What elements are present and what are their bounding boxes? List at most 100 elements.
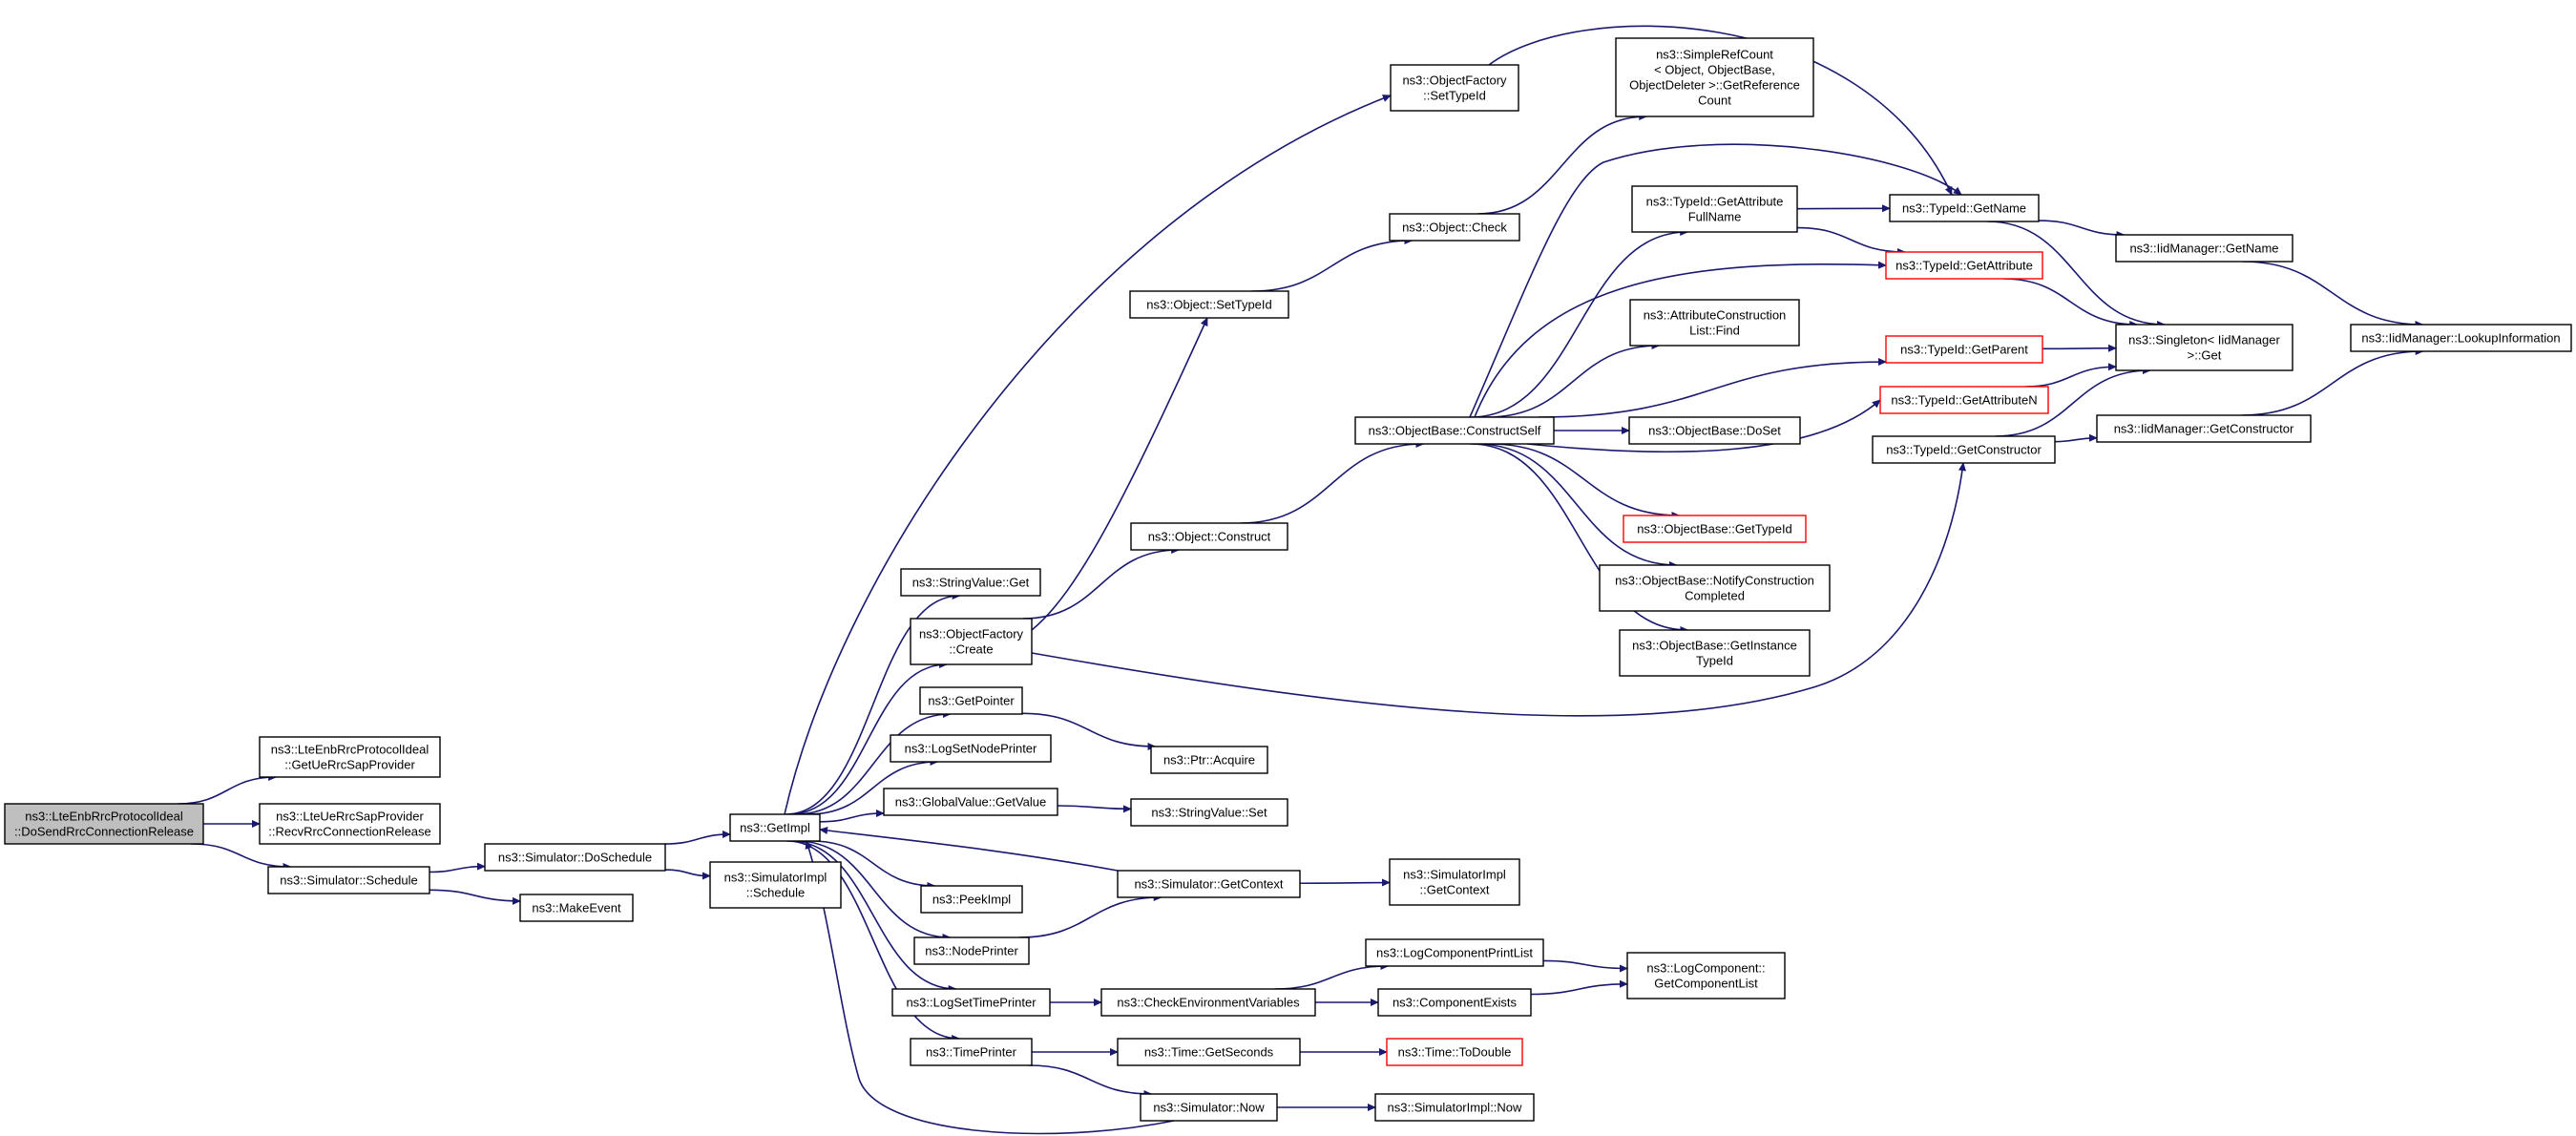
node-simDoSchedule[interactable]: ns3::Simulator::DoSchedule	[484, 843, 666, 872]
node-typeIdGetParent[interactable]: ns3::TypeId::GetParent	[1885, 335, 2043, 364]
edge-logComponentPrintList-to-logComponentGetList	[1542, 959, 1628, 973]
node-label: Count	[1698, 94, 1731, 108]
node-objectCheck[interactable]: ns3::Object::Check	[1389, 213, 1520, 242]
edge-typeIdGetAttributeN-to-singletonGet	[2025, 363, 2117, 388]
node-ptrAcquire[interactable]: ns3::Ptr::Acquire	[1150, 746, 1268, 774]
node-box	[1390, 64, 1519, 112]
node-constructSelf[interactable]: ns3::ObjectBase::ConstructSelf	[1354, 416, 1555, 445]
node-stringValueSet[interactable]: ns3::StringValue::Set	[1130, 798, 1288, 827]
edge-getImpl-to-timePrinter	[786, 840, 961, 1043]
node-label: ns3::TypeId::GetConstructor	[1886, 443, 2042, 457]
node-notifyConstructionCompleted[interactable]: ns3::ObjectBase::NotifyConstructionCompl…	[1599, 564, 1831, 612]
node-objFactorySetTypeId[interactable]: ns3::ObjectFactory::SetTypeId	[1390, 64, 1519, 112]
node-stringValueGet[interactable]: ns3::StringValue::Get	[900, 568, 1041, 597]
node-logSetNodePrinter[interactable]: ns3::LogSetNodePrinter	[890, 734, 1052, 763]
node-typeIdGetConstructor[interactable]: ns3::TypeId::GetConstructor	[1872, 435, 2056, 464]
edge-iidGetConstructor-to-iidLookupInfo	[2241, 347, 2424, 416]
node-peekImpl[interactable]: ns3::PeekImpl	[920, 885, 1023, 914]
node-timeToDouble[interactable]: ns3::Time::ToDouble	[1386, 1038, 1523, 1066]
edge-simSchedule-to-makeEvent	[429, 889, 521, 905]
edge-getImpl-to-logSetTimePrinter	[789, 840, 957, 994]
node-label: ns3::ObjectBase::ConstructSelf	[1369, 424, 1541, 438]
node-box	[1130, 522, 1288, 551]
edge-nodePrinter-to-simGetContext	[1018, 893, 1162, 938]
node-getImpl[interactable]: ns3::GetImpl	[729, 813, 821, 842]
edge-objectConstruct-to-constructSelf	[1240, 439, 1425, 524]
node-iidGetName[interactable]: ns3::IidManager::GetName	[2115, 234, 2293, 263]
node-iidLookupInfo[interactable]: ns3::IidManager::LookupInformation	[2350, 324, 2572, 352]
node-makeEvent[interactable]: ns3::MakeEvent	[519, 894, 634, 922]
node-simImplSchedule[interactable]: ns3::SimulatorImpl::Schedule	[709, 861, 842, 909]
node-componentExists[interactable]: ns3::ComponentExists	[1377, 988, 1532, 1017]
node-getUeRrcSap[interactable]: ns3::LteEnbRrcProtocolIdeal::GetUeRrcSap…	[259, 736, 441, 778]
edge-constructSelf-to-notifyConstructionCompleted	[1476, 443, 1678, 570]
node-timePrinter[interactable]: ns3::TimePrinter	[910, 1038, 1033, 1066]
node-label: ::SetTypeId	[1423, 89, 1486, 103]
node-label: ns3::Simulator::DoSchedule	[498, 851, 652, 865]
node-simNow[interactable]: ns3::Simulator::Now	[1140, 1093, 1278, 1122]
node-simpleRefCount[interactable]: ns3::SimpleRefCount< Object, ObjectBase,…	[1615, 37, 1814, 117]
node-objectBaseDoSet[interactable]: ns3::ObjectBase::DoSet	[1628, 416, 1801, 445]
node-checkEnvVars[interactable]: ns3::CheckEnvironmentVariables	[1100, 988, 1316, 1017]
node-simSchedule[interactable]: ns3::Simulator::Schedule	[267, 866, 430, 894]
node-label: ns3::GetPointer	[928, 694, 1015, 708]
node-box	[920, 885, 1023, 914]
node-nodePrinter[interactable]: ns3::NodePrinter	[913, 936, 1030, 965]
node-box	[900, 568, 1041, 597]
node-recvRrcRel[interactable]: ns3::LteUeRrcSapProvider::RecvRrcConnect…	[259, 803, 441, 845]
edge-simNow-to-getImpl	[805, 840, 1175, 1135]
node-typeIdGetName[interactable]: ns3::TypeId::GetName	[1889, 194, 2040, 222]
node-box	[1130, 798, 1288, 827]
node-logComponentPrintList[interactable]: ns3::LogComponentPrintList	[1365, 938, 1544, 967]
node-box	[1117, 870, 1301, 898]
node-box	[709, 861, 842, 909]
edge-typeIdGetConstructor-to-iidGetConstructor	[2054, 433, 2098, 443]
edge-typeIdGetAttrFullName-to-typeIdGetAttribute	[1796, 226, 1906, 257]
node-box	[1365, 938, 1544, 967]
node-typeIdGetAttributeN[interactable]: ns3::TypeId::GetAttributeN	[1879, 386, 2049, 414]
node-objFactoryCreate[interactable]: ns3::ObjectFactory::Create	[910, 618, 1033, 665]
node-logSetTimePrinter[interactable]: ns3::LogSetTimePrinter	[891, 988, 1051, 1017]
edge-getImpl-to-nodePrinter	[796, 840, 952, 942]
node-timeGetSeconds[interactable]: ns3::Time::GetSeconds	[1117, 1038, 1301, 1066]
edge-getImpl-to-getPointer	[795, 709, 952, 815]
node-root[interactable]: ns3::LteEnbRrcProtocolIdeal::DoSendRrcCo…	[4, 803, 204, 845]
node-box	[1885, 251, 2043, 280]
edge-iidGetName-to-iidLookupInfo	[2242, 261, 2424, 329]
edge-objectSetTypeId-to-objectCheck	[1251, 236, 1414, 292]
edge-constructSelf-to-typeIdGetName	[1469, 143, 1962, 418]
edge-getImpl-to-peekImpl	[811, 840, 936, 891]
node-simImplNow[interactable]: ns3::SimulatorImpl::Now	[1374, 1093, 1535, 1122]
node-simGetContext[interactable]: ns3::Simulator::GetContext	[1117, 870, 1301, 898]
node-label: ns3::TypeId::GetAttributeN	[1891, 393, 2037, 408]
node-label: List::Find	[1689, 324, 1740, 338]
node-getPointer[interactable]: ns3::GetPointer	[919, 686, 1023, 715]
node-logComponentGetList[interactable]: ns3::LogComponent::GetComponentList	[1626, 952, 1786, 999]
node-label: ns3::IidManager::GetConstructor	[2114, 422, 2294, 436]
edge-objFactoryCreate-to-objectConstruct	[1022, 545, 1181, 620]
edge-typeIdGetName-to-iidGetName	[2038, 220, 2126, 240]
node-objectConstruct[interactable]: ns3::Object::Construct	[1130, 522, 1288, 551]
node-box	[1626, 952, 1786, 999]
node-label: < Object, ObjectBase,	[1654, 63, 1775, 77]
edge-globalValueGetValue-to-stringValueSet	[1057, 805, 1132, 813]
node-box	[1129, 290, 1289, 319]
node-typeIdGetAttribute[interactable]: ns3::TypeId::GetAttribute	[1885, 251, 2043, 280]
edge-objFactorySetTypeId-to-typeIdGetName	[1488, 25, 1953, 196]
node-label: >::Get	[2188, 348, 2222, 363]
edge-timePrinter-to-simNow	[1028, 1064, 1153, 1099]
node-globalValueGetValue[interactable]: ns3::GlobalValue::GetValue	[883, 788, 1058, 816]
node-iidGetConstructor[interactable]: ns3::IidManager::GetConstructor	[2096, 414, 2312, 443]
node-box	[2115, 234, 2293, 263]
node-objectSetTypeId[interactable]: ns3::Object::SetTypeId	[1129, 290, 1289, 319]
node-box	[1377, 988, 1532, 1017]
node-simImplGetContext[interactable]: ns3::SimulatorImpl::GetContext	[1389, 858, 1520, 906]
node-box	[1629, 299, 1800, 347]
node-objectBaseGetTypeId[interactable]: ns3::ObjectBase::GetTypeId	[1623, 515, 1807, 543]
node-label: ns3::MakeEvent	[532, 901, 621, 915]
node-singletonGet[interactable]: ns3::Singleton< IidManager>::Get	[2115, 324, 2293, 371]
